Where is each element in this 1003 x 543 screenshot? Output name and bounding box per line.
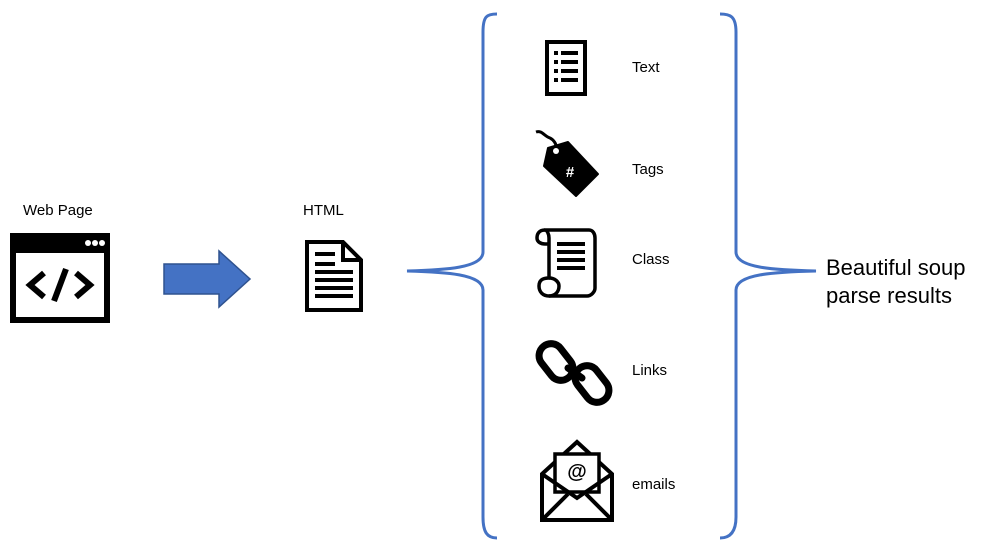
caption-line-2: parse results xyxy=(826,283,952,308)
result-label-text: Text xyxy=(632,59,660,76)
web-page-label: Web Page xyxy=(23,202,93,219)
html-document-icon xyxy=(305,240,363,312)
tag-hash-icon: # xyxy=(532,128,602,200)
chain-link-icon xyxy=(535,338,613,408)
email-envelope-icon: @ xyxy=(538,438,616,524)
caption: Beautiful soup parse results xyxy=(826,254,965,310)
web-page-code-icon xyxy=(10,233,110,323)
svg-text:#: # xyxy=(566,164,575,181)
scroll-icon xyxy=(535,226,601,300)
right-brace xyxy=(718,12,818,542)
right-arrow-icon xyxy=(163,249,252,309)
svg-text:@: @ xyxy=(567,461,587,483)
result-label-class: Class xyxy=(632,251,670,268)
left-brace xyxy=(405,12,500,542)
result-label-links: Links xyxy=(632,362,668,379)
caption-line-1: Beautiful soup xyxy=(826,255,966,280)
html-label: HTML xyxy=(303,202,344,219)
text-document-icon xyxy=(545,40,587,96)
result-label-tags: Tags xyxy=(632,161,664,178)
result-label-emails: emails xyxy=(632,476,676,493)
